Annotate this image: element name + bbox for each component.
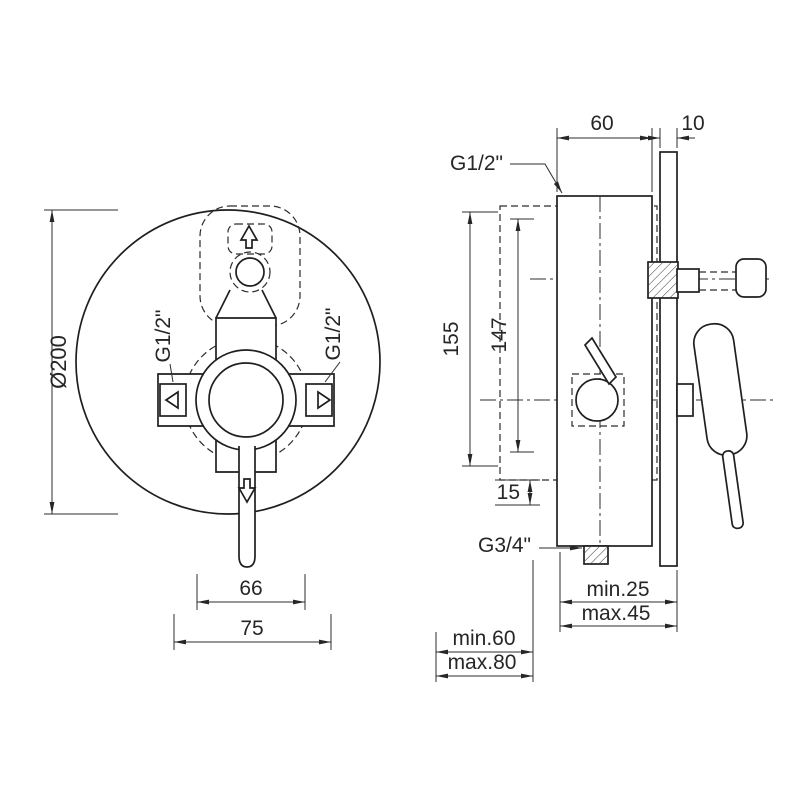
wall-plate-side — [659, 151, 678, 567]
side-view: 60 10 G1/2" 155 147 — [435, 112, 775, 682]
cartridge-circle — [575, 378, 619, 422]
dimension-60: 60 — [556, 112, 653, 192]
inlet-port-right — [305, 383, 333, 417]
g12-top-label: G1/2" — [450, 152, 503, 175]
dim-60-label: 60 — [590, 112, 613, 135]
dimension-66: 66 — [196, 574, 306, 610]
diverter-knob-outer-dashed — [229, 251, 271, 293]
max-45-label: max.45 — [582, 602, 651, 625]
min-60-label: min.60 — [452, 627, 515, 650]
dimension-15: 15 — [495, 479, 540, 506]
max-80-label: max.80 — [448, 651, 517, 674]
g12-top-callout: G1/2" — [450, 152, 563, 194]
dim-155-label: 155 — [440, 321, 463, 356]
bottom-outlet — [583, 545, 609, 565]
dimension-10: 10 — [642, 112, 705, 148]
lever-handle-front — [238, 446, 256, 568]
lever-grip — [692, 322, 748, 456]
diverter-knob — [235, 257, 265, 287]
dim-66-label: 66 — [239, 577, 262, 600]
dim-10-label: 10 — [681, 112, 704, 135]
dim-147-label: 147 — [488, 317, 511, 352]
outlet-hatch — [648, 262, 678, 298]
flow-arrow-up-icon — [239, 224, 259, 249]
dimension-75: 75 — [173, 614, 332, 650]
lever-hub-side — [676, 383, 694, 417]
port-label-right: G1/2" — [322, 308, 345, 383]
diameter-200-label: Ø200 — [46, 335, 71, 389]
dimension-155: 155 — [440, 211, 498, 467]
front-plate-circle — [75, 209, 381, 515]
neck-line-left — [215, 289, 231, 319]
dimension-diameter-200: Ø200 — [44, 209, 118, 515]
outlet-connector — [735, 258, 767, 298]
dim-75-label: 75 — [240, 617, 263, 640]
cartridge-dashed-box — [571, 373, 625, 427]
g34-label: G3/4" — [478, 534, 531, 557]
flow-arrow-right-icon — [317, 390, 332, 410]
dimension-147: 147 — [488, 218, 534, 453]
flow-arrow-left-icon — [164, 390, 179, 410]
top-outlet-assembly — [647, 258, 767, 299]
lever-handle-side — [692, 322, 748, 530]
dim-15-label: 15 — [497, 481, 520, 504]
front-view: Ø200 G1/2" G1/2" — [44, 205, 381, 650]
outlet-nipple — [676, 268, 700, 293]
cartridge-stem — [583, 336, 618, 386]
g12-left-label: G1/2" — [152, 310, 175, 363]
mixer-knob-inner — [208, 362, 284, 438]
dimension-min60-max80: min.60 max.80 — [435, 560, 534, 682]
port-label-left: G1/2" — [152, 310, 175, 383]
dimension-min25-max45: min.25 max.45 — [559, 552, 678, 632]
flow-arrow-down-icon — [237, 478, 257, 504]
inlet-port-left — [159, 383, 187, 417]
g34-callout: G3/4" — [478, 534, 582, 557]
min-25-label: min.25 — [586, 578, 649, 601]
lever-rod — [721, 450, 744, 530]
neck-line-right — [261, 289, 277, 319]
diverter-arrow-dashed-box — [227, 223, 273, 255]
g12-right-label: G1/2" — [322, 308, 345, 361]
